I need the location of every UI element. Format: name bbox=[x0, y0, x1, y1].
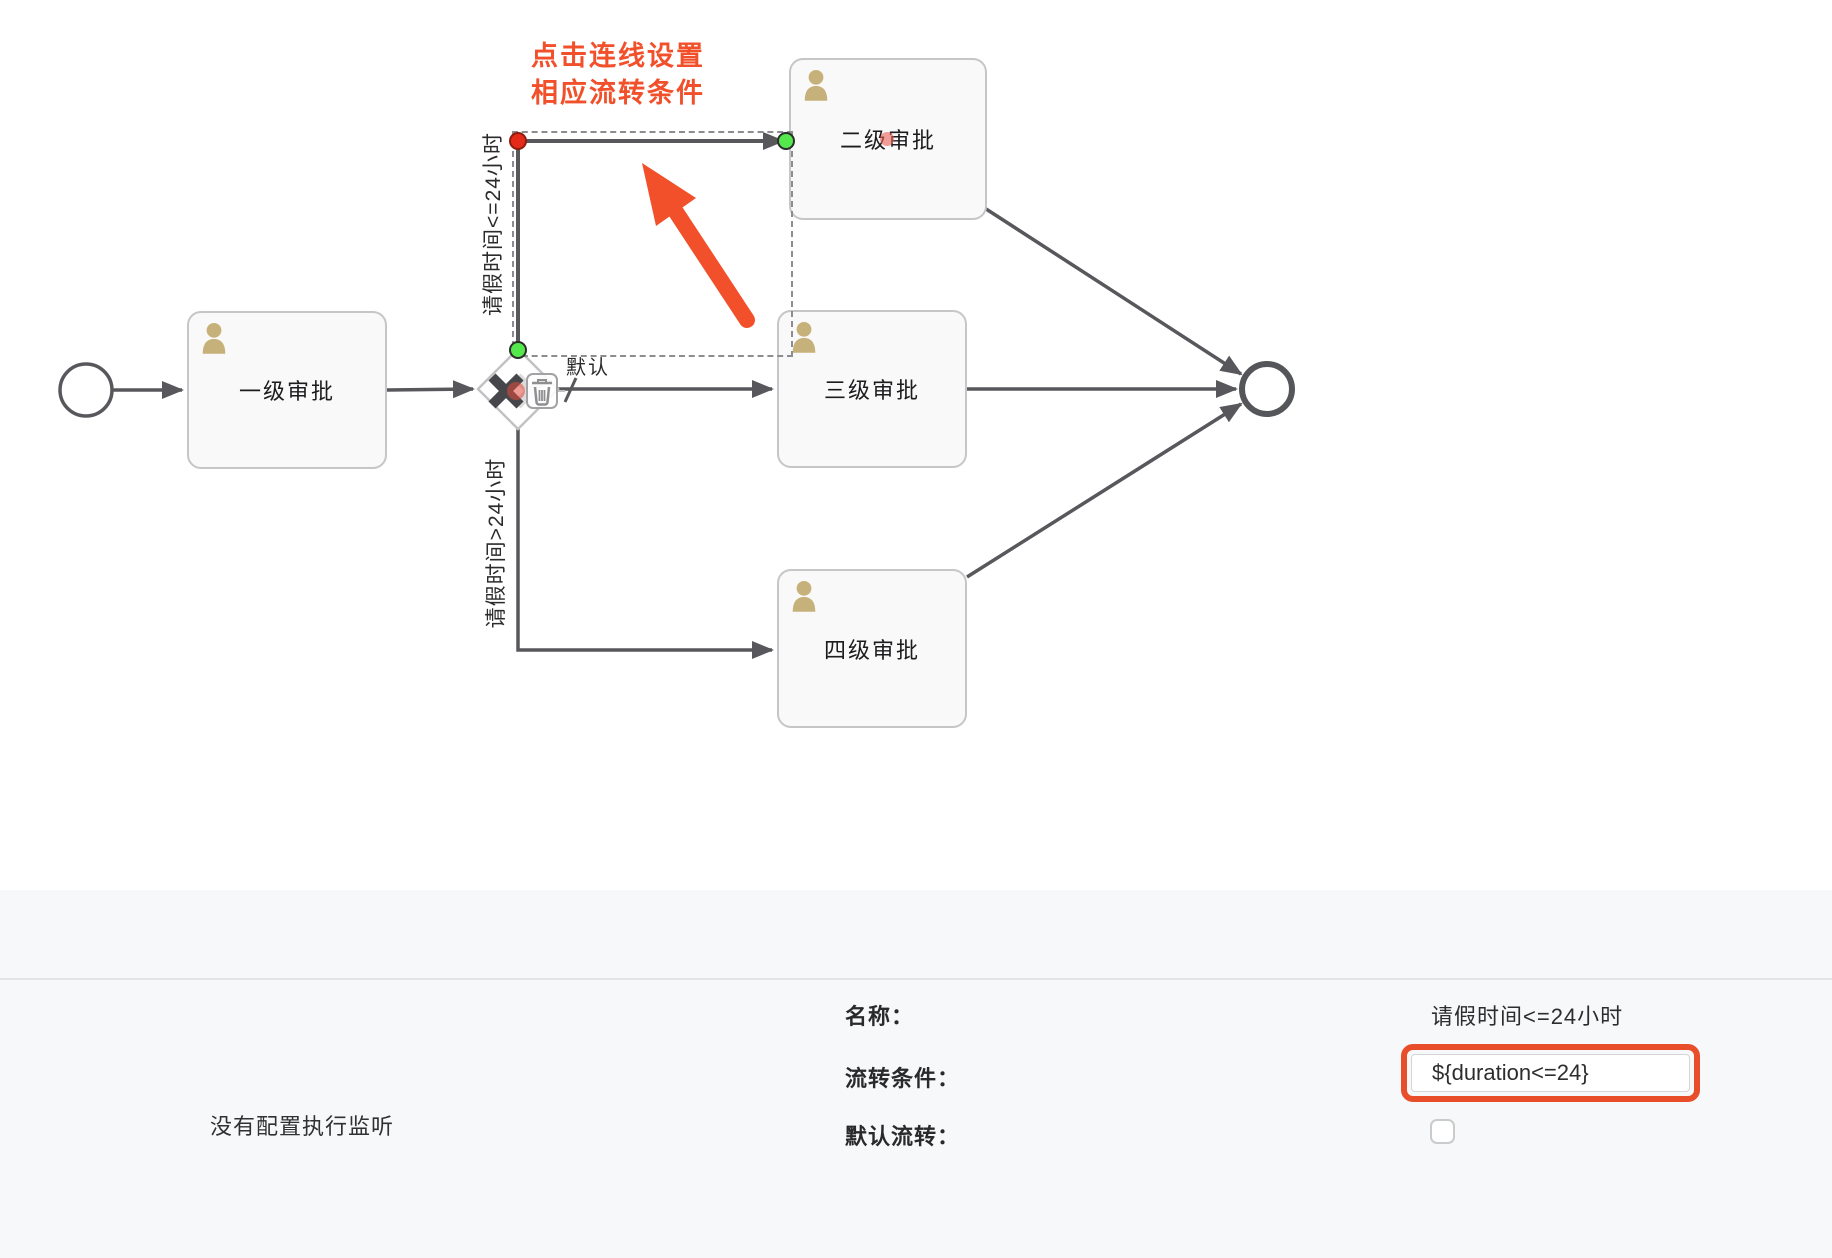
gateway-anchor-dot bbox=[507, 382, 525, 400]
name-field-label: 名称： bbox=[845, 1004, 915, 1029]
task-label: 四级审批 bbox=[823, 637, 920, 663]
execution-listener-note: 没有配置执行监听 bbox=[210, 1114, 395, 1139]
end-event[interactable] bbox=[1239, 361, 1295, 417]
process-diagram bbox=[58, 132, 1295, 659]
flow-task4-to-end[interactable] bbox=[966, 402, 1243, 579]
user-icon bbox=[202, 322, 226, 354]
condition-input[interactable] bbox=[1411, 1054, 1690, 1092]
flow-label-default[interactable]: 默认 bbox=[566, 357, 610, 379]
task-label: 三级审批 bbox=[823, 378, 920, 403]
name-field-value: 请假时间<=24小时 bbox=[1431, 1004, 1624, 1029]
flow-source-handle-green[interactable] bbox=[509, 341, 527, 359]
task-label: 一级审批 bbox=[238, 379, 335, 404]
user-icon bbox=[792, 321, 816, 353]
flow-label-lower-condition[interactable]: 请假时间>24小时 bbox=[485, 457, 508, 629]
flow-target-handle-green[interactable] bbox=[777, 132, 795, 150]
annotation-arrow bbox=[642, 163, 755, 328]
trash-icon[interactable] bbox=[526, 373, 558, 409]
default-flow-slash bbox=[563, 377, 578, 403]
task-level1-approval[interactable]: 一级审批 bbox=[187, 311, 387, 469]
default-flow-field-label: 默认流转： bbox=[845, 1124, 961, 1149]
default-flow-checkbox[interactable] bbox=[1430, 1119, 1455, 1144]
flow-gateway-to-task4[interactable] bbox=[516, 429, 774, 659]
annotation-line2: 相应流转条件 bbox=[531, 78, 705, 108]
process-canvas[interactable]: 一级审批 二级审批 三级审批 四级审批 bbox=[0, 0, 1832, 890]
panel-divider bbox=[0, 978, 1832, 980]
user-icon bbox=[804, 69, 828, 101]
flow-task1-to-gateway[interactable] bbox=[386, 380, 475, 399]
task2-anchor-dot bbox=[880, 132, 894, 146]
annotation-text: 点击连线设置 相应流转条件 bbox=[531, 38, 705, 112]
start-event[interactable] bbox=[58, 362, 114, 418]
annotation-line1: 点击连线设置 bbox=[531, 41, 705, 71]
flow-task2-to-end[interactable] bbox=[982, 205, 1243, 376]
user-icon bbox=[792, 580, 816, 612]
task-level3-approval[interactable]: 三级审批 bbox=[777, 310, 967, 468]
flow-label-upper-condition[interactable]: 请假时间<=24小时 bbox=[482, 132, 505, 316]
flow-waypoint-handle-red[interactable] bbox=[509, 132, 527, 150]
task-level4-approval[interactable]: 四级审批 bbox=[777, 569, 967, 728]
condition-field-label: 流转条件： bbox=[845, 1066, 961, 1091]
condition-input-highlight bbox=[1401, 1044, 1700, 1102]
properties-panel: 没有配置执行监听 名称： 流转条件： 默认流转： 请假时间<=24小时 bbox=[0, 890, 1832, 1258]
x-gateway-icon bbox=[488, 373, 524, 409]
